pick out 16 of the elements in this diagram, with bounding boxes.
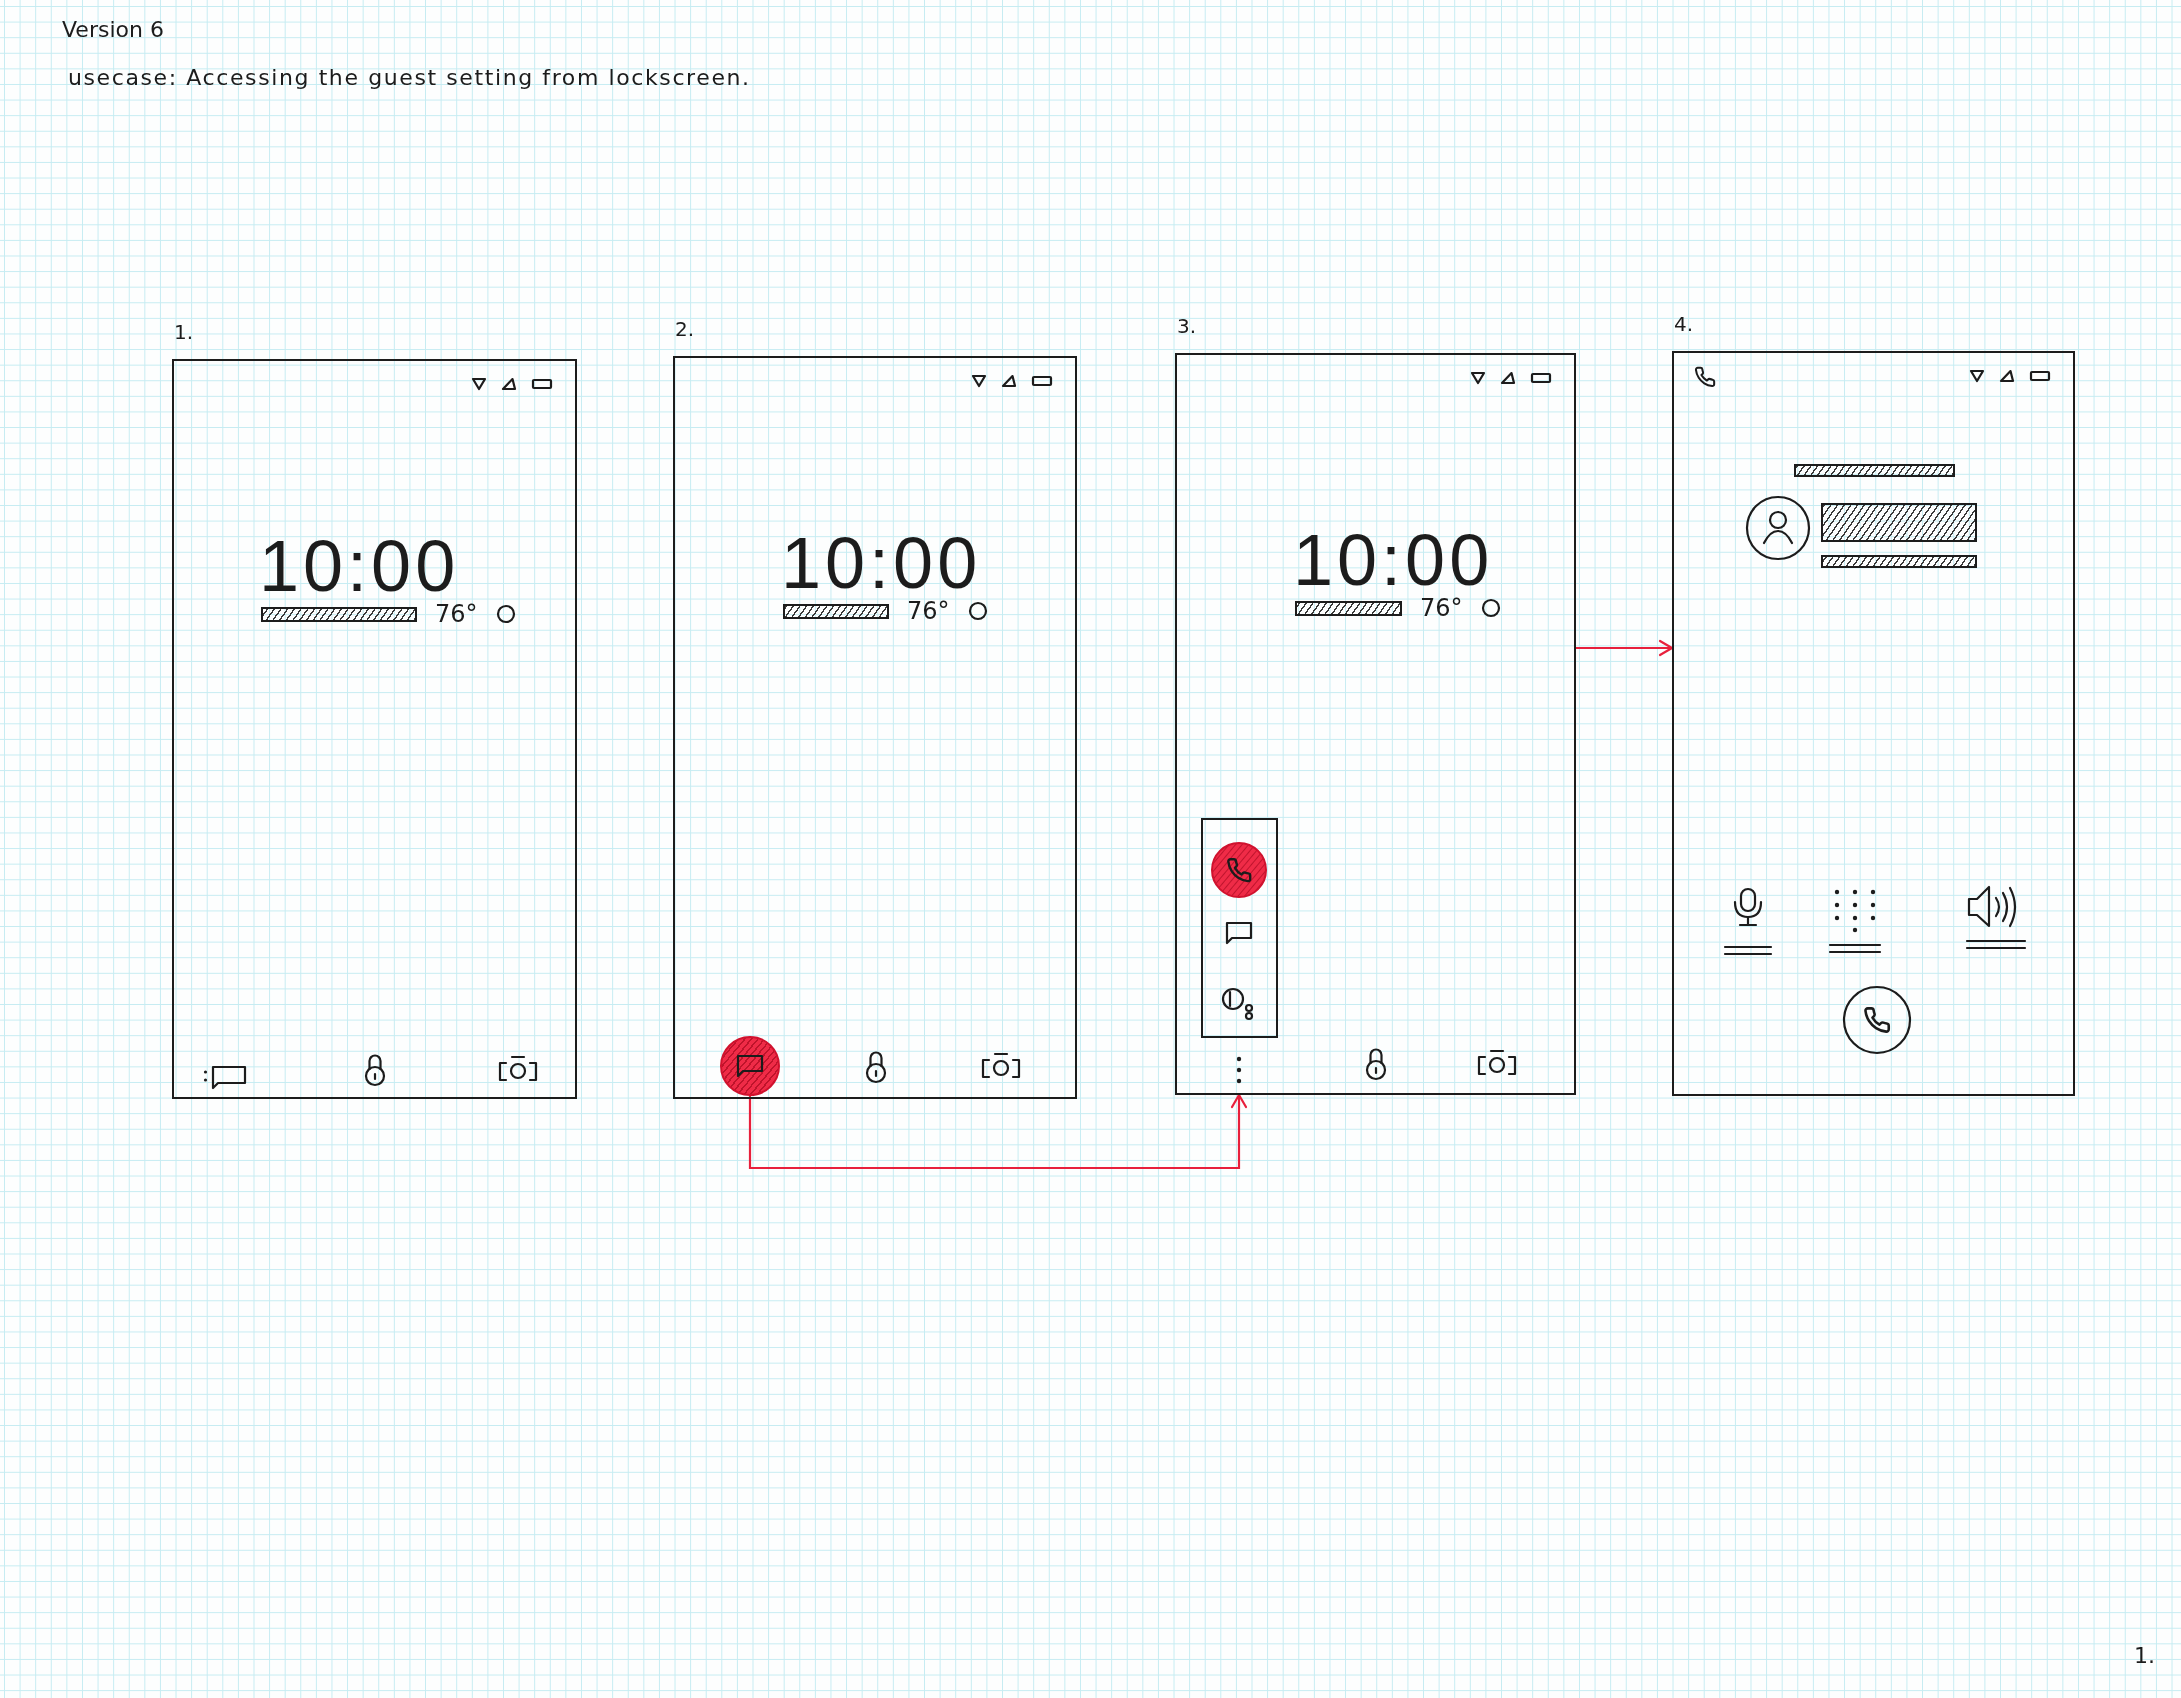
clock-time: 10:00	[1293, 524, 1494, 596]
arrow	[1576, 639, 1674, 657]
temperature-reading: 76°	[907, 596, 950, 626]
arrow	[748, 1093, 1248, 1170]
temperature-reading: 76°	[1420, 593, 1463, 623]
use-case-note: usecase: Accessing the guest setting from lockscreen.	[68, 64, 751, 92]
step-number: 1.	[174, 319, 194, 345]
step-number: 4.	[1674, 311, 1694, 337]
version-heading: Version 6	[62, 16, 164, 44]
page-number: 1.	[2134, 1642, 2155, 1670]
temperature-reading: 76°	[435, 599, 478, 629]
clock-time: 10:00	[259, 530, 460, 602]
step-number: 3.	[1177, 313, 1197, 339]
clock-time: 10:00	[781, 527, 982, 599]
step-number: 2.	[675, 316, 695, 342]
highlight-circle	[720, 1036, 780, 1096]
